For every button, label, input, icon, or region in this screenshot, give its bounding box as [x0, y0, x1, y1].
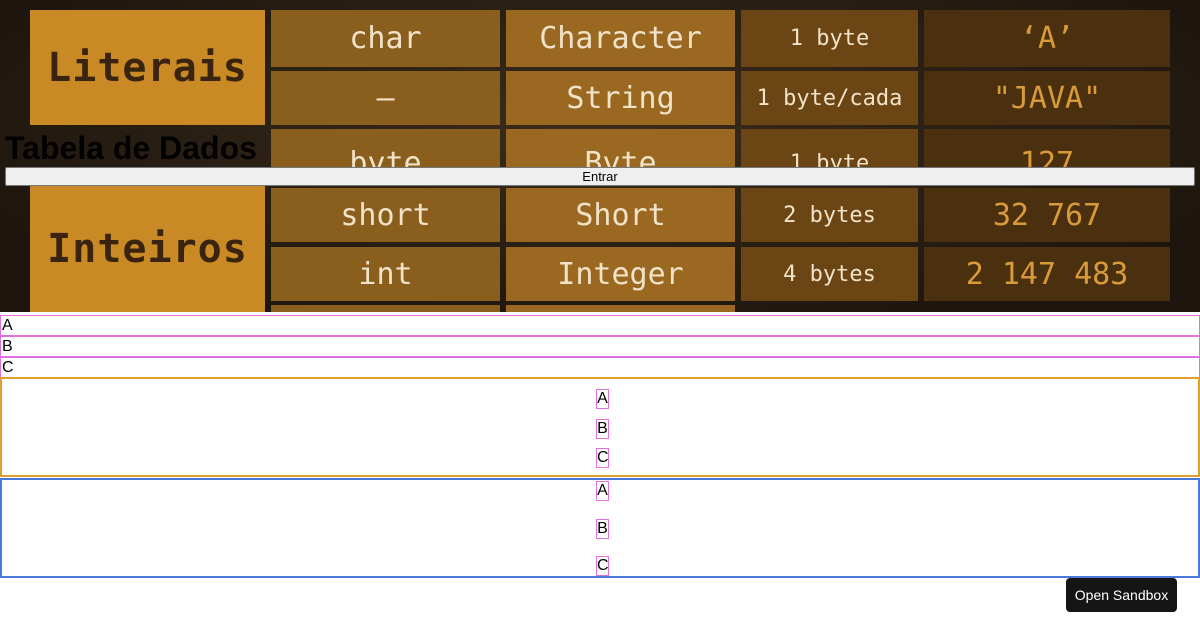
primitive-cell: int: [271, 247, 500, 301]
list-item: C: [0, 357, 1200, 378]
value-cell: 32 767: [924, 188, 1170, 242]
wrapper-cell-partial: [506, 305, 735, 312]
value-cell: "JAVA": [924, 71, 1170, 125]
box-item: C: [596, 556, 609, 576]
size-cell: 4 bytes: [741, 247, 918, 301]
page-title: Tabela de Dados: [5, 130, 257, 166]
primitive-cell: –: [271, 71, 500, 125]
box-item: C: [596, 448, 609, 468]
box-item: B: [596, 419, 609, 439]
primitive-cell: short: [271, 188, 500, 242]
wrapper-cell: Short: [506, 188, 735, 242]
hero-image: Literais Inteiros char Character 1 byte …: [0, 0, 1200, 312]
group-label-inteiros: Inteiros: [30, 186, 265, 312]
wrapper-cell: Character: [506, 10, 735, 67]
box-item: B: [596, 519, 609, 539]
box-item: A: [596, 481, 609, 501]
orange-box: A B C: [0, 377, 1200, 477]
list-item: A: [0, 315, 1200, 336]
value-cell: 2 147 483: [924, 247, 1170, 301]
size-cell: 1 byte: [741, 10, 918, 67]
group-label-literais: Literais: [30, 10, 265, 125]
enter-button[interactable]: Entrar: [5, 167, 1195, 186]
blue-box: A B C: [0, 478, 1200, 578]
value-cell: ‘A’: [924, 10, 1170, 67]
list-item: B: [0, 336, 1200, 357]
open-sandbox-button[interactable]: Open Sandbox: [1066, 578, 1177, 612]
size-cell: 1 byte/cada: [741, 71, 918, 125]
primitive-cell-partial: [271, 305, 500, 312]
size-cell: 2 bytes: [741, 188, 918, 242]
box-item: A: [596, 389, 609, 409]
wrapper-cell: Integer: [506, 247, 735, 301]
wrapper-cell: String: [506, 71, 735, 125]
primitive-cell: char: [271, 10, 500, 67]
